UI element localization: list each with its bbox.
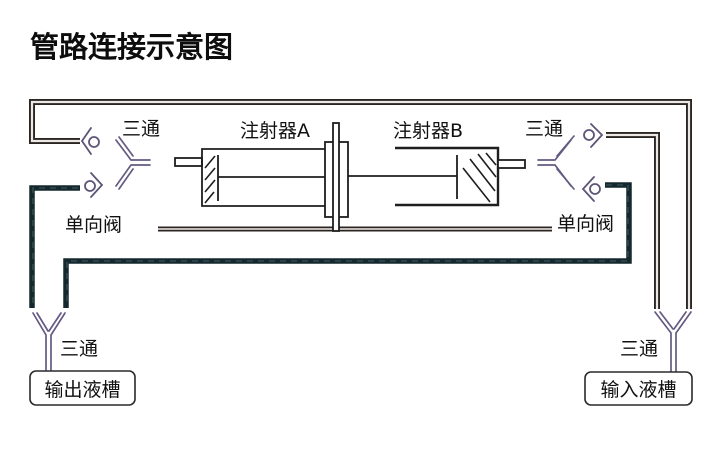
syringe-a-barrel	[201, 148, 325, 207]
input-pipe-inner-right	[606, 132, 660, 309]
label-syringe-b: 注射器B	[393, 120, 463, 142]
output-tank-label: 输出液槽	[44, 379, 120, 401]
label-tee-top-right: 三通	[525, 118, 563, 140]
tee-right-icon	[537, 135, 575, 190]
tee-bottom-left-icon	[32, 312, 66, 373]
check-valve-right-upper-icon	[583, 123, 604, 148]
input-pipe-outer-loop	[29, 99, 692, 309]
check-valve-left-upper-icon	[80, 127, 100, 155]
syringe-a-piston-hatch	[204, 155, 216, 204]
output-tank: 输出液槽	[29, 370, 136, 406]
syringe-a-nozzle	[174, 157, 203, 167]
syringe-pusher-block	[324, 122, 349, 232]
tee-left-icon	[115, 136, 151, 190]
output-pipe-long	[63, 182, 632, 308]
label-tee-bottom-left: 三通	[60, 338, 98, 360]
tee-bottom-right-icon	[654, 311, 692, 373]
input-tank: 输入液槽	[584, 371, 693, 406]
label-check-valve-right: 单向阀	[557, 213, 614, 235]
label-syringe-a: 注射器A	[240, 120, 310, 142]
label-check-valve-left: 单向阀	[65, 214, 122, 236]
syringe-a	[174, 148, 325, 207]
syringe-b-nozzle	[497, 159, 526, 169]
output-pipe-left	[29, 185, 80, 308]
syringe-b	[348, 146, 526, 207]
label-tee-top-left: 三通	[122, 118, 160, 140]
syringe-b-barrel	[395, 146, 500, 207]
input-tank-label: 输入液槽	[600, 379, 676, 401]
check-valve-right-lower-icon	[581, 176, 601, 202]
syringe-b-piston-hatch	[462, 152, 497, 203]
check-valve-left-lower-icon	[84, 172, 104, 198]
label-tee-bottom-right: 三通	[620, 338, 658, 360]
diagram-title: 管路连接示意图	[30, 30, 233, 64]
